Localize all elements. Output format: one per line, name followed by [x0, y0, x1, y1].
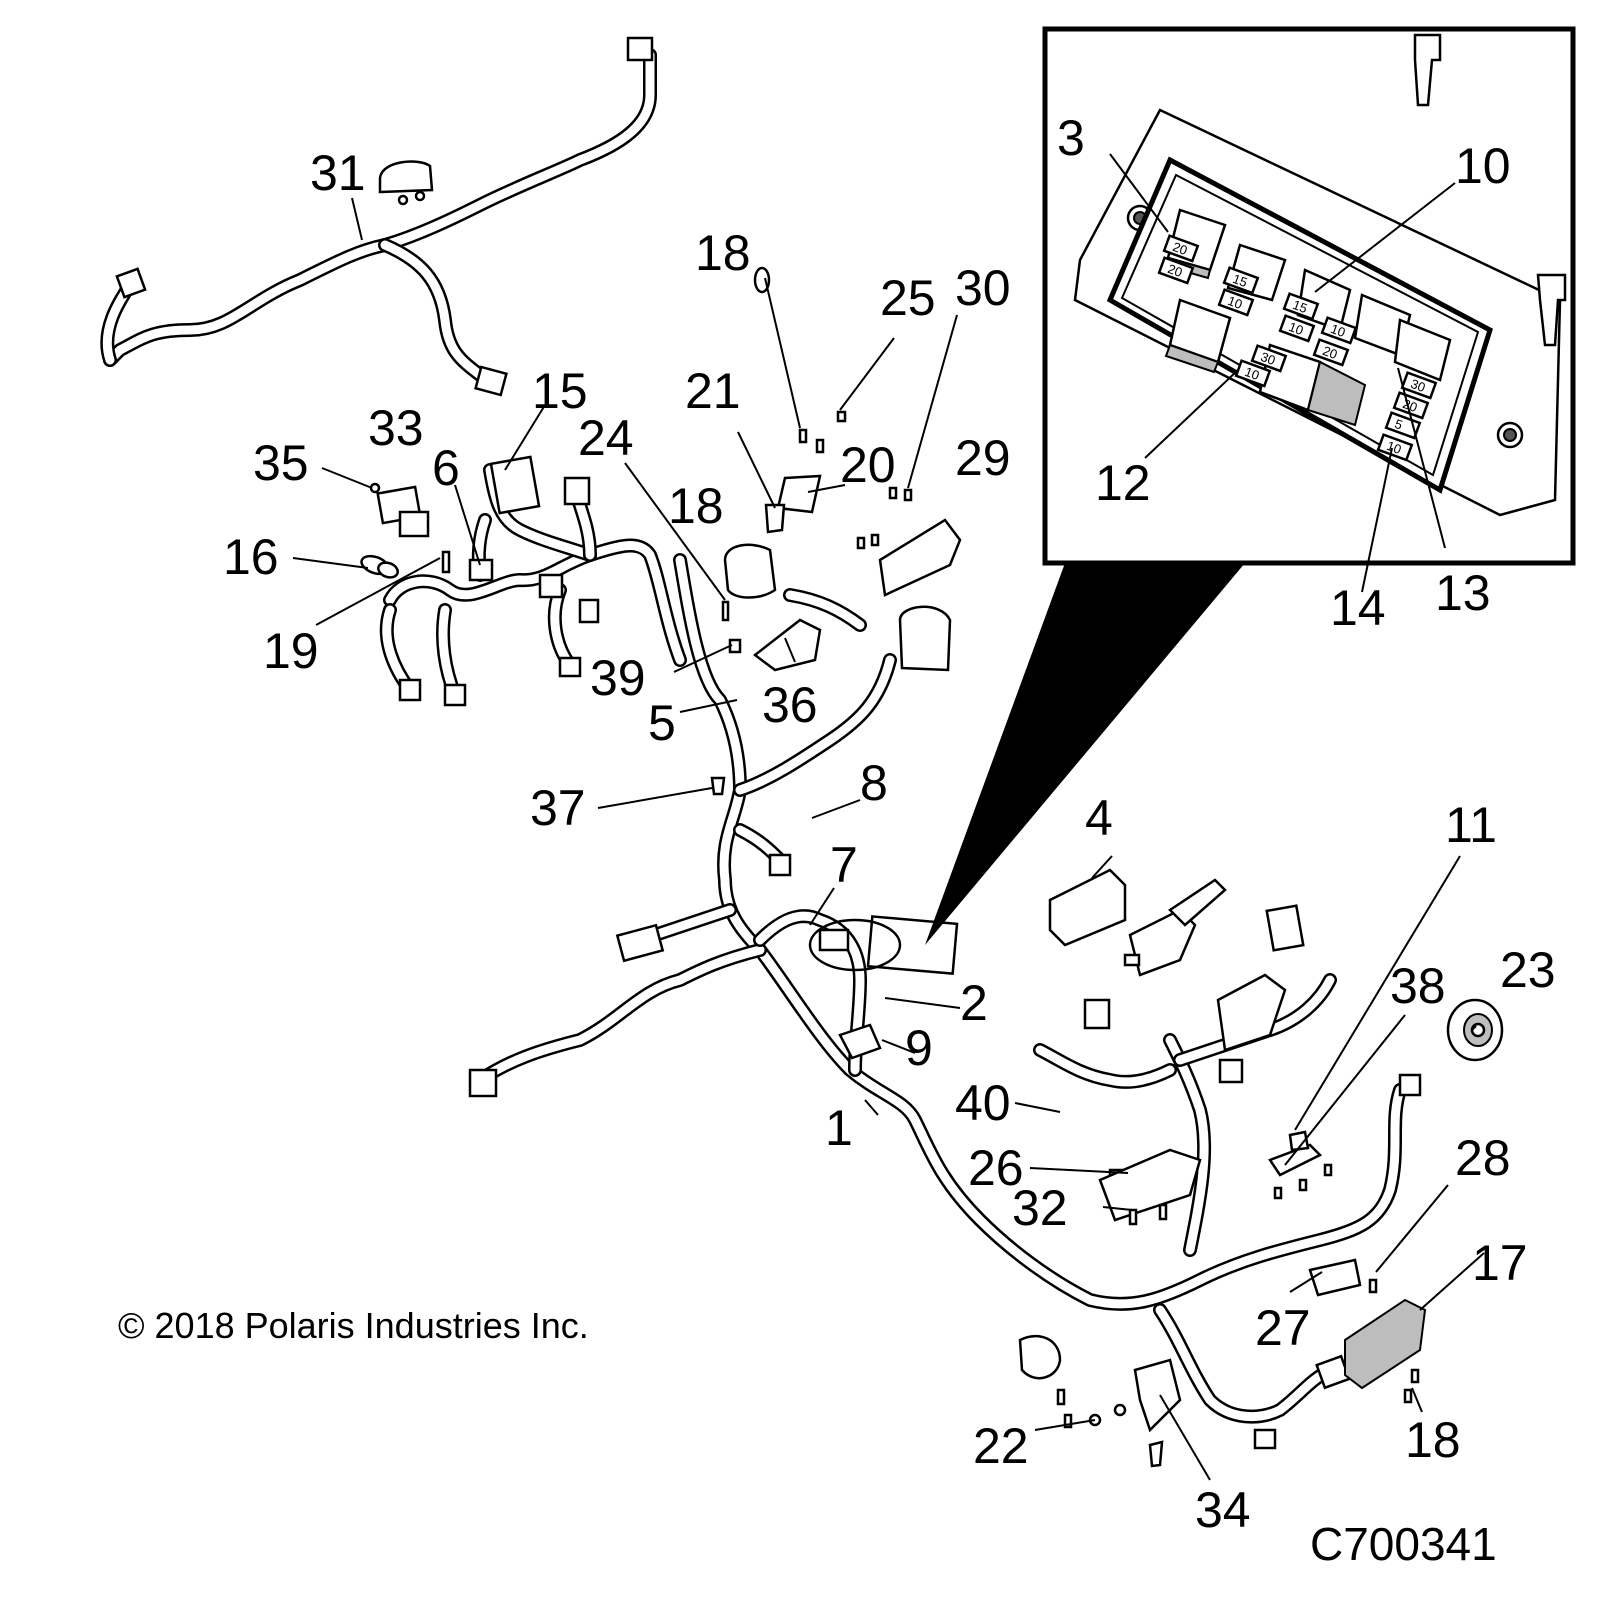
fuse-label: 30 — [1409, 376, 1428, 395]
harness-main — [468, 553, 1422, 1450]
fuse-label: 20 — [1401, 396, 1420, 415]
callout-14: 14 — [1330, 580, 1386, 636]
callout-2: 2 — [960, 975, 988, 1031]
harness-left — [379, 455, 687, 707]
callout-8: 8 — [860, 755, 888, 811]
fuse-label: 10 — [1243, 364, 1262, 383]
callout-20: 19 — [263, 623, 319, 679]
callout-16: 16 — [223, 529, 279, 585]
callout-30: 29 — [955, 430, 1011, 486]
callout-17: 17 — [1472, 1235, 1528, 1291]
fuse-label: 10 — [1287, 319, 1306, 338]
callout-36: 35 — [253, 435, 309, 491]
callout-35: 34 — [1195, 1482, 1251, 1538]
callout-38: 37 — [530, 780, 586, 836]
copyright-notice: © 2018 Polaris Industries Inc. — [118, 1305, 589, 1346]
callout-1: 1 — [825, 1100, 853, 1156]
callout-18b: 18 — [1405, 1412, 1461, 1468]
callout-28: 27 — [1255, 1300, 1311, 1356]
callout-6: 6 — [432, 440, 460, 496]
callout-39: 38 — [1390, 958, 1446, 1014]
fuse-label: 10 — [1329, 321, 1348, 340]
callout-5: 5 — [648, 695, 676, 751]
callout-11: 11 — [1445, 797, 1497, 853]
fuse-label: 20 — [1321, 343, 1340, 362]
callout-41: 40 — [955, 1075, 1011, 1131]
callout-19: 18 — [668, 478, 724, 534]
fuse-label: 10 — [1226, 293, 1245, 312]
callout-26: 25 — [880, 270, 936, 326]
callout-15: 15 — [532, 363, 588, 419]
callout-29: 28 — [1455, 1130, 1511, 1186]
fuse-box-inset: 20 20 15 10 15 10 10 30 20 10 30 20 5 10 — [925, 26, 1576, 945]
fuse-label: 15 — [1231, 271, 1250, 290]
fuse-label: 5 — [1393, 416, 1405, 433]
callout-25: 24 — [578, 410, 634, 466]
fuse-label: 20 — [1166, 261, 1185, 280]
callout-12: 12 — [1095, 455, 1151, 511]
fuse-label: 15 — [1291, 297, 1310, 316]
fuse-label: 10 — [1385, 438, 1404, 457]
components — [360, 266, 1504, 1468]
callout-13: 13 — [1435, 565, 1491, 621]
callout-31: 30 — [955, 260, 1011, 316]
callout-22: 21 — [685, 363, 741, 419]
leader-lines — [292, 153, 1485, 1481]
callout-33: 32 — [1012, 1180, 1068, 1236]
callout-40: 39 — [590, 650, 646, 706]
callout-9: 9 — [905, 1020, 933, 1076]
callout-37: 36 — [762, 677, 818, 733]
callout-34: 33 — [368, 400, 424, 456]
callout-21: 20 — [840, 437, 896, 493]
harness-32 — [100, 36, 657, 397]
callout-7: 7 — [830, 837, 858, 893]
callout-10: 10 — [1455, 138, 1511, 194]
callout-24: 23 — [1500, 942, 1556, 998]
callout-23: 22 — [973, 1418, 1029, 1474]
callout-4: 4 — [1085, 790, 1113, 846]
callout-18-top: 18 — [695, 225, 751, 281]
fuse-slots: 20 20 15 10 15 10 10 30 20 10 30 20 5 10 — [1157, 234, 1438, 462]
fuse-label: 30 — [1259, 349, 1278, 368]
fuse-label: 20 — [1171, 239, 1190, 258]
callout-3: 3 — [1057, 110, 1085, 166]
diagram-code: C700341 — [1310, 1518, 1497, 1570]
callout-32: 31 — [310, 145, 366, 201]
callout-27: 26 — [968, 1140, 1024, 1196]
callout-labels: 31 35 33 6 16 19 15 24 18 21 25 30 20 29… — [223, 110, 1556, 1538]
